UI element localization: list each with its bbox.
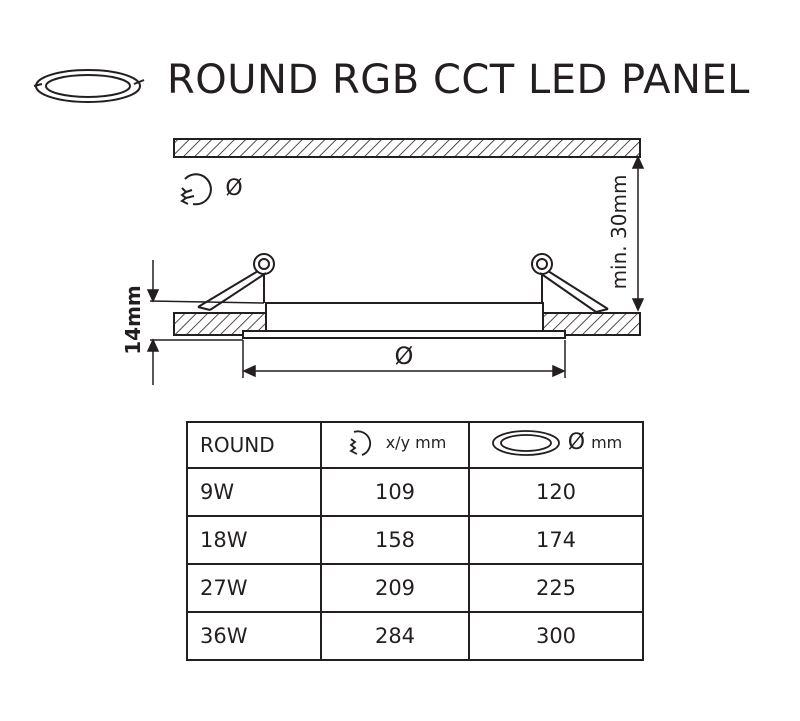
upper-ceiling-slab — [173, 138, 641, 158]
header-cutout-label: x/y mm — [385, 433, 447, 452]
cell-cutout: 109 — [320, 467, 470, 517]
cell-power: 36W — [186, 611, 322, 661]
panel-height-dimension — [146, 260, 265, 385]
cell-diameter: 225 — [468, 563, 644, 613]
panel-diameter-symbol: Ø — [395, 342, 414, 370]
panel-outline-icon — [491, 429, 560, 456]
table-row: 9W 109 120 — [186, 467, 644, 517]
ceiling-gap-label: min. 30mm — [607, 175, 631, 290]
cell-cutout: 284 — [320, 611, 470, 661]
cutout-diameter-symbol: Ø — [225, 176, 242, 201]
cell-diameter: 174 — [468, 515, 644, 565]
table-row: 36W 284 300 — [186, 611, 644, 661]
cell-cutout: 158 — [320, 515, 470, 565]
cell-power: 18W — [186, 515, 322, 565]
cell-diameter: 120 — [468, 467, 644, 517]
header-diameter-unit: mm — [591, 433, 623, 452]
cell-diameter: 300 — [468, 611, 644, 661]
panel-diameter-dimension — [242, 340, 566, 378]
spring-clip-left — [197, 253, 275, 311]
ceiling-gap-dimension — [631, 155, 645, 312]
panel-body — [265, 302, 544, 334]
table-row: 18W 158 174 — [186, 515, 644, 565]
cell-power: 9W — [186, 467, 322, 517]
hole-saw-icon — [348, 429, 371, 456]
cell-power: 27W — [186, 563, 322, 613]
panel-height-label: 14mm — [121, 285, 145, 355]
cell-cutout: 209 — [320, 563, 470, 613]
hole-saw-icon — [180, 173, 212, 206]
page-title: ROUND RGB CCT LED PANEL — [167, 57, 750, 103]
panel-rim — [242, 330, 566, 339]
spring-clip-right — [531, 253, 609, 313]
header-diameter-symbol: Ø — [567, 430, 586, 455]
header-cutout: x/y mm — [320, 421, 470, 469]
header-type: ROUND — [186, 421, 322, 469]
table-row: 27W 209 225 — [186, 563, 644, 613]
panel-logo-icon — [33, 69, 145, 103]
